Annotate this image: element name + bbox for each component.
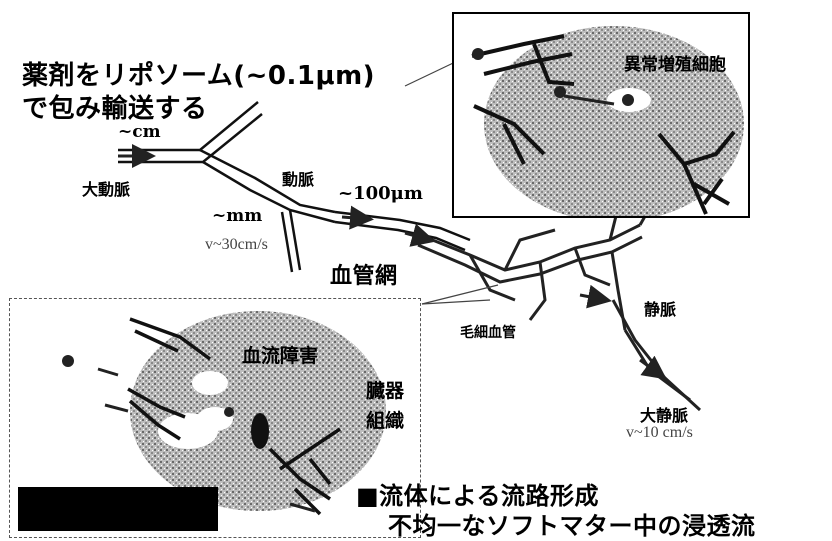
vena-cava-label: 大静脈 <box>640 406 689 425</box>
bullet-line-2: 不均一なソフトマター中の浸透流 <box>388 512 756 540</box>
inset-top-drawing <box>471 26 744 216</box>
artery-velocity-label: v~30cm/s <box>205 236 268 253</box>
aorta-label: 大動脈 <box>82 180 131 199</box>
title-line-2: で包み輸送する <box>22 94 208 124</box>
inset-bottom-drawing <box>62 311 386 516</box>
bullet-line-1: ■流体による流路形成 <box>356 482 599 510</box>
vascular-network-label: 血管網 <box>330 264 398 289</box>
organ-label: 臓器 <box>366 380 405 402</box>
abnormal-cell-label: 異常増殖細胞 <box>624 55 726 75</box>
vein-label: 静脈 <box>644 300 677 319</box>
mm-label: ~mm <box>212 206 263 226</box>
inset-top: 異常増殖細胞 <box>452 12 750 218</box>
100um-label: ~100μm <box>338 183 423 204</box>
title-line-1: 薬剤をリポソーム(~0.1μm) <box>22 61 376 91</box>
artery-label: 動脈 <box>282 170 315 189</box>
blood-flow-obstruction-label: 血流障害 <box>242 345 319 367</box>
cm-label: ~cm <box>118 122 161 142</box>
vein-velocity-label: v~10 cm/s <box>626 424 693 441</box>
inset-bottom: 血流障害 臓器 組織 <box>9 298 421 538</box>
redaction-box <box>18 487 218 531</box>
capillary-label: 毛細血管 <box>460 322 516 342</box>
tissue-label: 組織 <box>366 410 405 432</box>
